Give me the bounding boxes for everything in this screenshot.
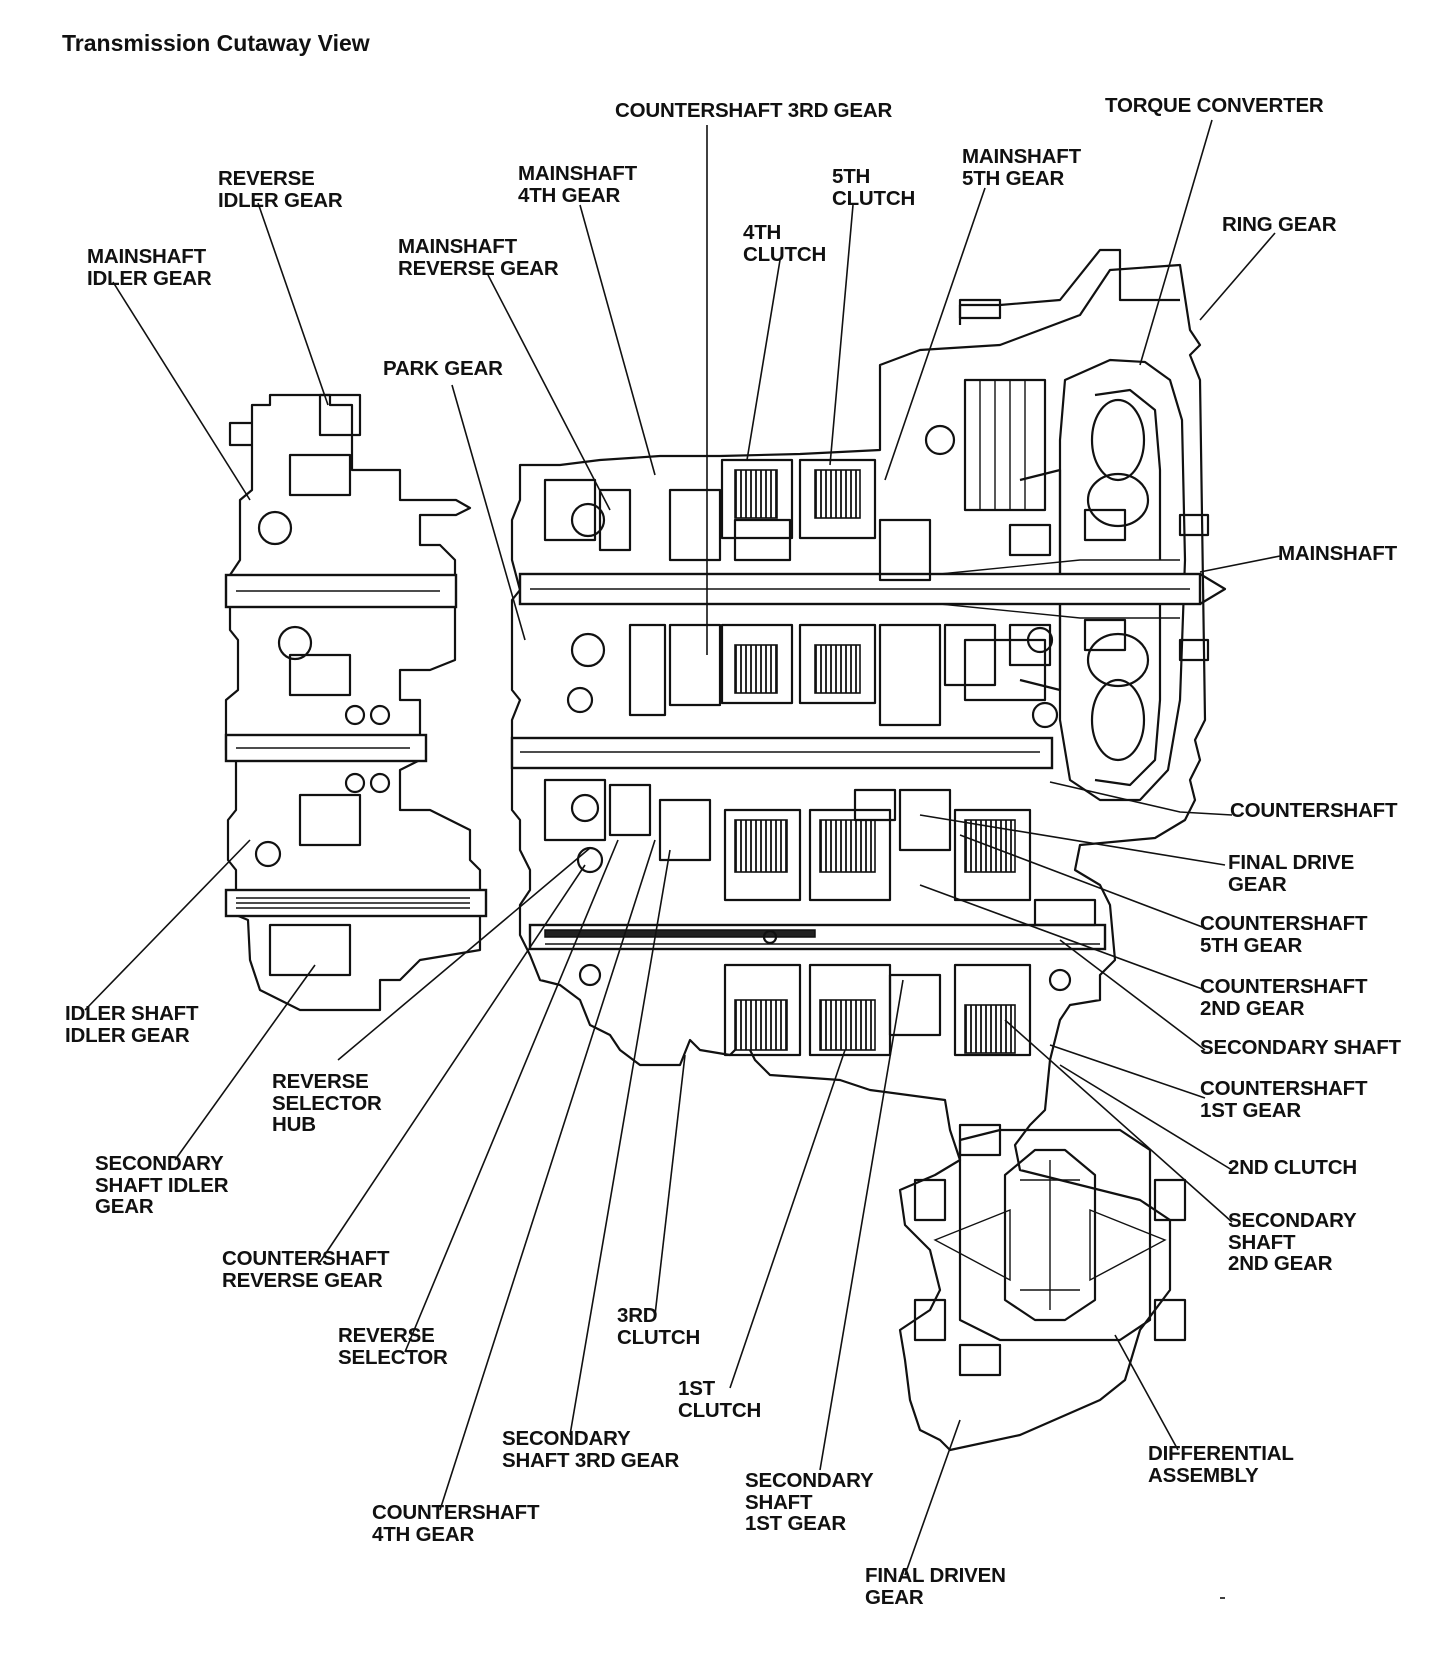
idler-housing (224, 393, 488, 1012)
diagram-title: Transmission Cutaway View (62, 30, 370, 56)
shafts (510, 559, 1227, 951)
mainshaft-gears (543, 478, 1059, 729)
countershaft-gears (543, 778, 1097, 1037)
label-ring-gear: RING GEAR (1222, 213, 1337, 236)
label-mainshaft: MAINSHAFT (1278, 542, 1397, 565)
label-park-gear: PARK GEAR (383, 357, 503, 380)
label-countershaft: COUNTERSHAFT (1230, 799, 1398, 822)
main-case (510, 248, 1207, 1452)
leader-lines (84, 119, 1281, 1599)
label-2nd-clutch: 2ND CLUTCH (1228, 1156, 1357, 1179)
torque-converter (963, 358, 1210, 802)
label-torque-converter: TORQUE CONVERTER (1105, 94, 1324, 117)
differential (913, 1123, 1187, 1377)
label-countershaft-3rd-gear: COUNTERSHAFT 3RD GEAR (615, 99, 893, 122)
label-secondary-shaft: SECONDARY SHAFT (1200, 1036, 1401, 1059)
